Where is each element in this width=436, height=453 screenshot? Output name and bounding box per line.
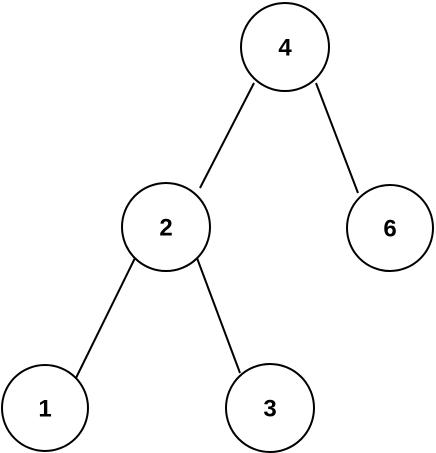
node-label-6: 6 xyxy=(383,216,396,243)
node-label-1: 1 xyxy=(38,396,51,423)
tree-node-4: 4 xyxy=(240,2,330,92)
node-label-4: 4 xyxy=(278,35,292,62)
node-label-3: 3 xyxy=(263,396,276,423)
edge-2-3 xyxy=(196,257,241,374)
node-label-2: 2 xyxy=(159,215,172,242)
node-circle-3 xyxy=(225,363,315,453)
node-circle-1 xyxy=(1,364,89,452)
edge-2-1 xyxy=(74,257,136,381)
tree-node-3: 3 xyxy=(225,363,315,453)
edge-4-6 xyxy=(315,82,359,194)
node-circle-6 xyxy=(346,184,434,272)
tree-edges xyxy=(74,82,359,381)
tree-node-1: 1 xyxy=(1,364,89,452)
node-circle-4 xyxy=(240,2,330,92)
tree-node-6: 6 xyxy=(346,184,434,272)
tree-node-2: 2 xyxy=(121,182,211,272)
node-circle-2 xyxy=(121,182,211,272)
edge-4-2 xyxy=(199,82,255,189)
